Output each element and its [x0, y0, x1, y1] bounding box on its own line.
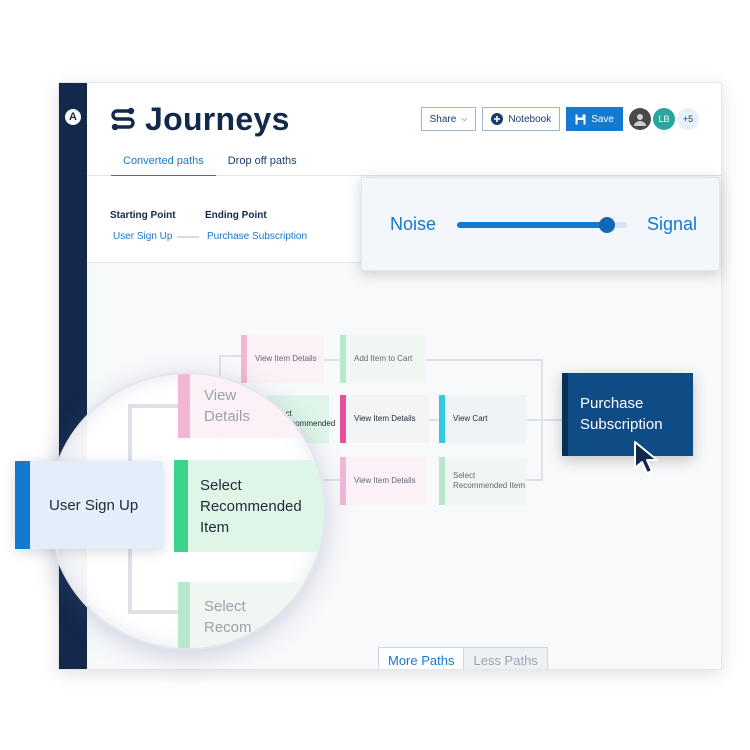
person-icon: [634, 114, 646, 126]
tab-converted-paths[interactable]: Converted paths: [111, 149, 216, 177]
node-view-item-details-active[interactable]: View Item Details: [340, 395, 429, 443]
share-label: Share: [429, 113, 457, 125]
save-label: Save: [591, 113, 614, 125]
ending-point-value[interactable]: Purchase Subscription: [203, 229, 312, 244]
graph-edge: [527, 479, 543, 481]
noise-label: Noise: [390, 214, 437, 234]
starting-point-value[interactable]: User Sign Up: [109, 229, 177, 244]
more-paths-button[interactable]: More Paths: [388, 653, 455, 668]
node-purchase-subscription[interactable]: Purchase Subscription: [562, 373, 693, 456]
graph-edge: [425, 359, 541, 361]
slider-fill: [457, 222, 607, 228]
save-icon: [575, 114, 586, 124]
node-view-cart[interactable]: View Cart: [439, 395, 527, 443]
page-title: Journeys: [145, 101, 290, 137]
journeys-icon: [111, 107, 135, 130]
paths-toggle: More Paths Less Paths: [378, 647, 548, 669]
save-button[interactable]: Save: [566, 107, 623, 131]
notebook-label: Notebook: [508, 113, 552, 125]
magnified-edge: [128, 610, 178, 614]
node-view-item-details-bottom[interactable]: View Item Details: [340, 457, 425, 505]
magnified-node-view-details[interactable]: View Details: [178, 374, 318, 438]
magnified-edge: [128, 404, 178, 408]
magnified-node-select-recommended-item[interactable]: Select Recommended Item: [174, 460, 324, 552]
mouse-pointer-icon: [634, 441, 658, 474]
header: Journeys Converted paths Drop off paths …: [87, 83, 721, 177]
graph-edge: [429, 419, 441, 421]
start-end-filter: Starting Point Ending Point User Sign Up…: [87, 176, 361, 263]
toolbar: Share ⌵ Notebook Save: [420, 107, 699, 131]
slider-thumb[interactable]: [598, 217, 615, 233]
less-paths-button[interactable]: Less Paths: [463, 648, 547, 669]
signal-label: Signal: [646, 214, 697, 234]
magnified-node-select-recom[interactable]: Select Recom: [178, 582, 318, 648]
node-add-item-to-cart[interactable]: Add Item to Cart: [340, 335, 425, 383]
graph-edge: [527, 419, 563, 421]
filter-connector: [177, 236, 199, 238]
title-area: Journeys: [109, 101, 290, 138]
ending-point-label: Ending Point: [205, 210, 267, 221]
notebook-button[interactable]: Notebook: [482, 107, 561, 131]
avatar-more-count[interactable]: +5: [677, 108, 699, 130]
plus-circle-icon: [491, 113, 504, 125]
graph-edge: [324, 359, 340, 361]
noise-signal-panel: Noise Signal: [361, 177, 720, 271]
node-user-sign-up[interactable]: User Sign Up: [15, 461, 163, 549]
node-select-recommended-item[interactable]: Select Recommended Item: [439, 457, 527, 505]
chevron-down-icon: ⌵: [461, 114, 468, 123]
graph-edge: [219, 355, 241, 357]
noise-signal-slider[interactable]: [457, 217, 627, 233]
starting-point-label: Starting Point: [110, 210, 176, 221]
tab-drop-off-paths[interactable]: Drop off paths: [227, 155, 297, 167]
avatar-user-photo[interactable]: [629, 108, 651, 130]
app-logo-icon[interactable]: A: [65, 109, 81, 125]
avatar-lb[interactable]: LB: [653, 108, 675, 130]
share-button[interactable]: Share ⌵: [420, 107, 477, 131]
graph-edge: [324, 479, 340, 481]
path-tabs: Converted paths Drop off paths: [111, 149, 309, 177]
